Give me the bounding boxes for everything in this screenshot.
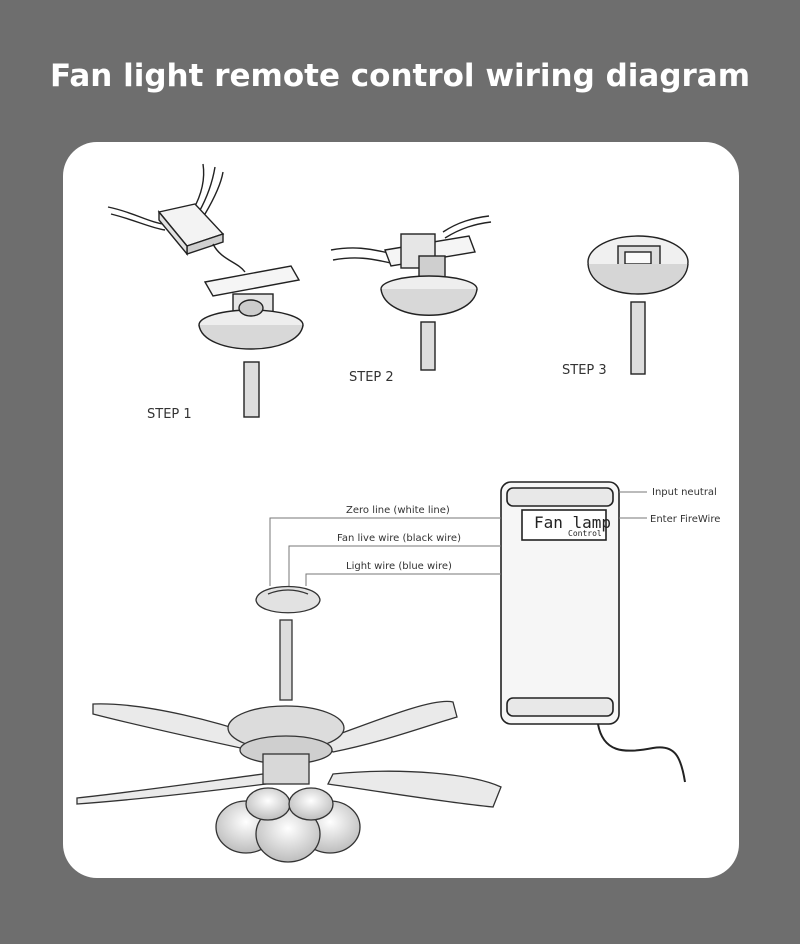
ceiling-fan-illustration [76,585,502,863]
step2-label: STEP 2 [349,370,394,385]
step1-illustration [107,163,304,418]
receiver-brand-main: Fan lamp [534,513,611,532]
step1-label: STEP 1 [147,407,192,422]
step2-illustration [330,215,492,371]
diagram-card: STEP 1 STEP 2 STEP 3 Fan lamp Control [63,142,739,878]
step3-illustration [587,235,689,375]
fan-live-label: Fan live wire (black wire) [337,533,461,544]
wire-leaders [269,491,647,586]
receiver-unit [500,481,620,725]
wiring-diagram: STEP 1 STEP 2 STEP 3 Fan lamp Control [76,163,720,863]
zero-line-label: Zero line (white line) [346,505,450,516]
light-wire-label: Light wire (blue wire) [346,561,452,572]
step3-label: STEP 3 [562,363,607,378]
receiver-brand-sub: Control [568,529,602,538]
input-neutral-label: Input neutral [652,487,717,498]
receiver-cable [597,723,686,783]
page-title: Fan light remote control wiring diagram [49,58,751,94]
enter-firewire-label: Enter FireWire [650,514,720,525]
